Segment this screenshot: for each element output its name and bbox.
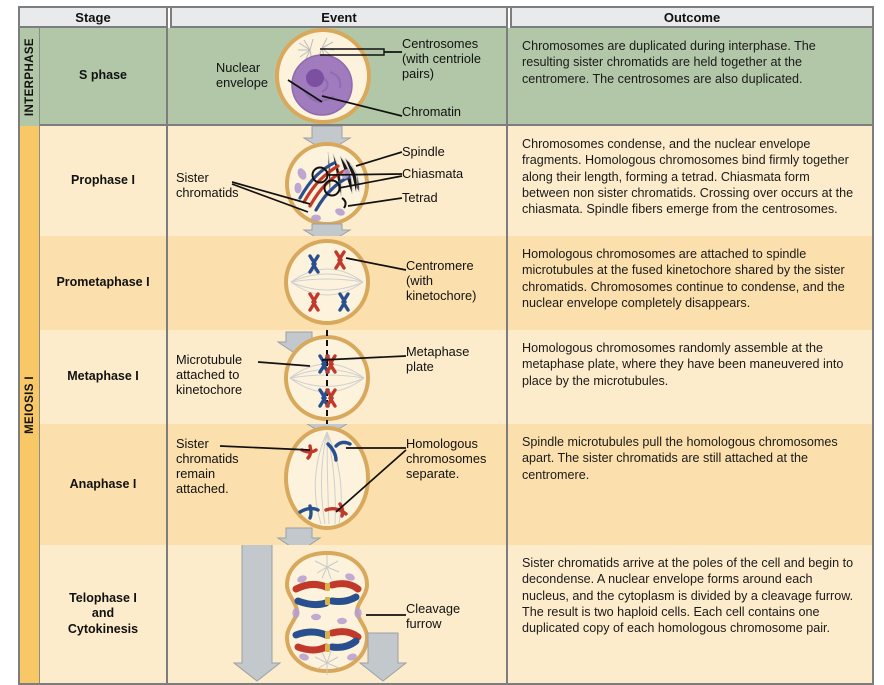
table-row: Prophase I xyxy=(40,126,872,236)
table-row: Metaphase I xyxy=(40,330,872,424)
centrosome-aster-icon xyxy=(314,555,340,675)
label-chromatin: Chromatin xyxy=(402,104,462,119)
metaphase-i-cell-diagram xyxy=(257,330,407,424)
event-cell-telophase-i: Cleavage furrow xyxy=(170,545,508,683)
column-header-outcome-label: Outcome xyxy=(663,9,721,25)
stage-arrow-icon xyxy=(232,545,282,682)
label-spindle: Spindle xyxy=(402,144,445,159)
stage-label: Telophase I and Cytokinesis xyxy=(67,590,139,636)
decondensing-chromosomes xyxy=(292,580,362,654)
outcome-cell-telophase-i: Sister chromatids arrive at the poles of… xyxy=(522,556,854,636)
centromere-marks xyxy=(325,583,330,652)
prophase-i-cell-diagram xyxy=(231,126,403,236)
stage-label: Anaphase I xyxy=(69,476,137,491)
spindle-fibers-icon xyxy=(314,431,342,525)
outcome-cell-metaphase-i: Homologous chromosomes randomly assemble… xyxy=(522,341,844,388)
label-cleavage-furrow: Cleavage furrow xyxy=(406,601,461,632)
column-header-stage-label: Stage xyxy=(75,9,111,25)
column-header-stage: Stage xyxy=(18,6,168,28)
table-row: Telophase I and Cytokinesis xyxy=(40,545,872,683)
event-cell-s-phase: Centrosomes (with centriole pairs) Nucle… xyxy=(170,28,508,124)
label-sister-chromatids-remain-attached: Sister chromatids remain attached. xyxy=(176,436,239,497)
vesicles-icon xyxy=(294,168,351,222)
separating-chromosomes xyxy=(298,440,352,520)
spindle-fibers-icon xyxy=(290,268,364,296)
outcome-cell-anaphase-i: Spindle microtubules pull the homologous… xyxy=(522,435,838,482)
column-header-event-label: Event xyxy=(321,9,357,25)
phase-band-meiosis-i: MEIOSIS I xyxy=(20,126,40,683)
column-header-event: Event xyxy=(170,6,508,28)
phase-band-meiosis-i-label: MEIOSIS I xyxy=(23,375,36,434)
outcome-cell-s-phase: Chromosomes are duplicated during interp… xyxy=(522,39,816,86)
label-tetrad: Tetrad xyxy=(402,190,438,205)
stage-label: Prometaphase I xyxy=(56,275,150,290)
label-microtubule-attached-to-kinetochore: Microtubule attached to kinetochore xyxy=(176,352,243,398)
chromosome-blue xyxy=(298,161,351,212)
table-row: Anaphase I xyxy=(40,424,872,545)
phase-band-interphase: INTERPHASE xyxy=(20,28,40,126)
label-homologous-chromosomes-separate: Homologous chromosomes separate. xyxy=(406,436,487,482)
nucleus-icon xyxy=(291,54,353,116)
stage-cell-anaphase-i: Anaphase I xyxy=(40,424,168,545)
table-row: Prometaphase I Cent xyxy=(40,236,872,330)
stage-cell-telophase-i: Telophase I and Cytokinesis xyxy=(40,545,168,683)
outcome-cell-prometaphase-i: Homologous chromosomes are attached to s… xyxy=(522,247,845,311)
label-centrosomes: Centrosomes (with centriole pairs) xyxy=(402,36,481,82)
stage-cell-prophase-i: Prophase I xyxy=(40,126,168,236)
stage-label: S phase xyxy=(79,68,127,83)
label-chiasmata: Chiasmata xyxy=(402,166,464,181)
stage-arrow-icon xyxy=(358,632,408,682)
event-cell-prometaphase-i: Centromere (with kinetochore) xyxy=(170,236,508,330)
label-nuclear-envelope: Nuclear envelope xyxy=(216,60,268,91)
column-header-outcome: Outcome xyxy=(510,6,874,28)
stage-arrow-icon xyxy=(276,527,322,545)
stage-arrow-icon xyxy=(302,223,352,236)
nucleolus-icon xyxy=(306,69,324,87)
outcome-cell-prophase-i: Chromosomes condense, and the nuclear en… xyxy=(522,137,854,217)
stage-cell-s-phase: S phase xyxy=(40,28,168,124)
phase-band-interphase-label: INTERPHASE xyxy=(23,37,36,117)
label-metaphase-plate: Metaphase plate xyxy=(406,344,470,375)
stage-label: Metaphase I xyxy=(67,369,139,384)
event-cell-anaphase-i: Sister chromatids remain attached. Homol… xyxy=(170,424,508,545)
stage-cell-metaphase-i: Metaphase I xyxy=(40,330,168,424)
tetrad-bracket-icon xyxy=(341,197,347,209)
s-phase-cell-diagram xyxy=(275,28,403,124)
chromosome-blue xyxy=(308,254,350,312)
event-cell-prophase-i: Spindle Chiasmata Tetrad Sister chromati… xyxy=(170,126,508,236)
telophase-i-cell-diagram xyxy=(232,545,408,682)
stage-cell-prometaphase-i: Prometaphase I xyxy=(40,236,168,330)
prometaphase-i-cell-diagram xyxy=(284,239,407,325)
stage-label: Prophase I xyxy=(71,173,135,188)
chromosome-red xyxy=(334,250,346,270)
anaphase-i-cell-diagram xyxy=(219,424,407,545)
vesicles-icon xyxy=(292,573,362,661)
table-row: S phase xyxy=(40,28,872,126)
event-cell-metaphase-i: Microtubule attached to kinetochore Meta… xyxy=(170,330,508,424)
label-sister-chromatids: Sister chromatids xyxy=(176,170,239,201)
label-centromere: Centromere (with kinetochore) xyxy=(406,258,477,304)
